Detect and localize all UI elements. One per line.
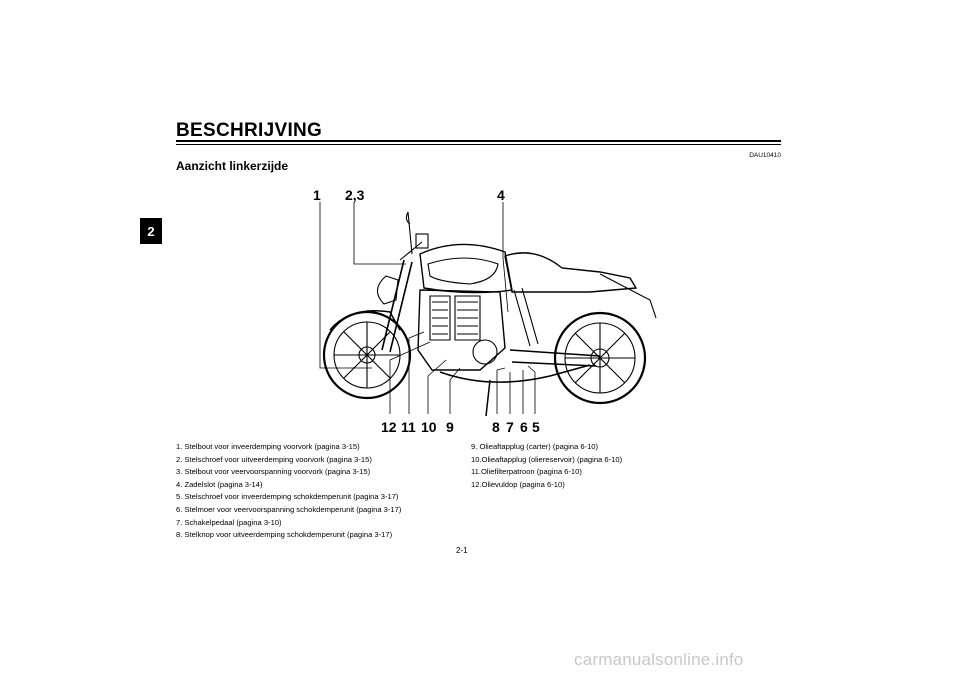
section-tab: 2 (140, 218, 162, 244)
legend-item: 11.Oliefilterpatroon (pagina 6-10) (471, 467, 582, 477)
callout-9: 9 (446, 419, 454, 435)
callout-8: 8 (492, 419, 500, 435)
page-number: 2-1 (456, 546, 468, 555)
callout-6: 6 (520, 419, 528, 435)
legend-item: 6. Stelmoer voor veervoorspanning schokd… (176, 504, 402, 514)
callout-1: 1 (313, 187, 321, 203)
legend-left: 1. Stelbout voor inveerdemping voorvork … (176, 441, 401, 542)
legend-item: 3. Stelbout voor veervoorspanning voorvo… (176, 467, 371, 477)
legend-item: 2. Stelschroef voor uitveerdemping voorv… (176, 454, 372, 464)
title-rule (176, 140, 781, 142)
legend-item: 4. Zadelslot (pagina 3-14) (176, 479, 263, 489)
callout-12: 12 (381, 419, 397, 435)
title-rule-thin (176, 144, 781, 145)
page-title: BESCHRIJVING (176, 120, 323, 141)
callout-4: 4 (497, 187, 505, 203)
motorcycle-left-side-icon (319, 202, 657, 417)
callout-10: 10 (421, 419, 437, 435)
legend-item: 7. Schakelpedaal (pagina 3-10) (176, 517, 282, 527)
callout-2-3: 2,3 (345, 187, 365, 203)
watermark-link[interactable]: carmanualsonline.info (574, 650, 744, 669)
legend-item: 8. Stelknop voor uitveerdemping schokdem… (176, 530, 393, 540)
legend-item: 10.Olieaftapplug (oliereservoir) (pagina… (471, 454, 623, 464)
doc-code: DAU10410 (749, 152, 781, 159)
legend-item: 5. Stelschroef voor inveerdemping schokd… (176, 492, 399, 502)
legend-item: 12.Olievuldop (pagina 6-10) (471, 479, 565, 489)
callout-11: 11 (401, 419, 416, 435)
callout-5: 5 (532, 419, 540, 435)
section-subtitle: Aanzicht linkerzijde (176, 159, 289, 173)
callout-7: 7 (506, 419, 514, 435)
legend-item: 9. Olieaftapplug (carter) (pagina 6-10) (471, 442, 599, 451)
legend-item: 1. Stelbout voor inveerdemping voorvork … (176, 442, 360, 451)
legend-right: 9. Olieaftapplug (carter) (pagina 6-10) … (471, 441, 622, 491)
